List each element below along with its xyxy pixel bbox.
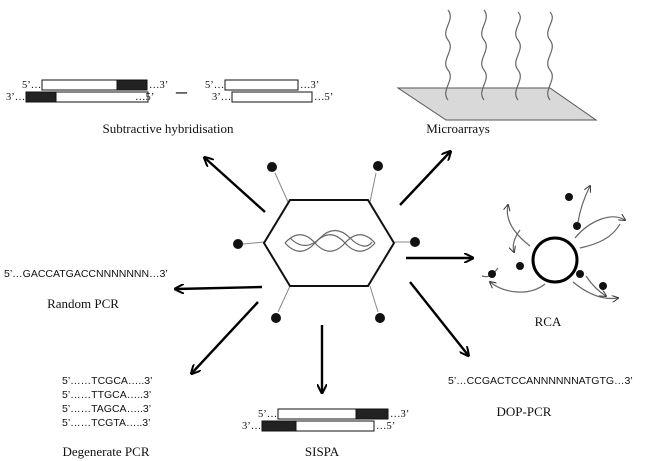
arrow-microarrays	[399, 152, 450, 206]
spike-head	[373, 161, 383, 171]
separator-dash: –	[175, 78, 188, 103]
degenerate-sequence: 5’……TCGTA…..3’	[62, 417, 150, 429]
virus-particle	[233, 161, 420, 323]
label-random-pcr: Random PCR	[47, 296, 119, 311]
arrow-dop-pcr	[409, 281, 468, 355]
random-pcr-panel: 5’…GACCATGACCNNNNNNN…3’ Random PCR	[4, 268, 168, 311]
strand-end-label: …5’	[135, 92, 154, 103]
label-rca: RCA	[535, 314, 562, 329]
degenerate-sequence: 5’……TAGCA…..3’	[62, 403, 151, 415]
primer-dot	[516, 262, 524, 270]
genome-helix-icon	[284, 229, 376, 252]
product-strand	[585, 275, 606, 296]
spike	[277, 285, 291, 313]
probe-strands-icon	[445, 9, 553, 101]
adapter-block	[116, 79, 148, 91]
label-microarrays: Microarrays	[426, 121, 490, 136]
dop-pcr-sequence: 5’…CCGACTCCANNNNNNATGTG…3’	[448, 375, 633, 387]
strand-end-label: 3’…	[6, 92, 25, 103]
primer-dot	[599, 282, 607, 290]
spike	[369, 172, 377, 203]
product-strand	[579, 223, 621, 249]
strand-end-label: 3’…	[242, 421, 261, 432]
product-strand	[572, 281, 618, 298]
sispa-panel: 5’… …3’ 3’… …5’ SISPA	[242, 408, 409, 459]
microarrays-panel: Microarrays	[396, 9, 598, 136]
arrow-subtractive	[205, 158, 266, 213]
primer-dot	[576, 270, 584, 278]
arrow-degenerate-pcr	[192, 301, 259, 373]
strand-end-label: 3’…	[212, 92, 231, 103]
rca-panel: RCA	[481, 186, 625, 329]
product-strand	[577, 186, 590, 223]
arrow-random-pcr	[176, 287, 263, 289]
duplex-plain: 5’… …3’ 3’… …5’	[205, 79, 333, 103]
label-subtractive-hybridisation: Subtractive hybridisation	[102, 121, 234, 136]
top-strand	[224, 79, 299, 91]
strand-end-label: …5’	[376, 421, 395, 432]
product-strand	[513, 229, 521, 252]
adapter-block	[25, 91, 57, 103]
spike-head	[267, 162, 277, 172]
duplex-with-adapters: 5’… …3’ 3’… …5’	[6, 79, 168, 103]
strand-end-label: 5’…	[258, 409, 277, 420]
subtractive-hybridisation-panel: 5’… …3’ 3’… …5’ – 5’… …3’ 3’… …5’ Subtra…	[6, 78, 333, 136]
primer-dot	[565, 193, 573, 201]
microarray-slide	[396, 87, 598, 121]
spike	[369, 285, 379, 313]
spike	[242, 241, 265, 245]
dop-pcr-panel: 5’…CCGACTCCANNNNNNATGTG…3’ DOP-PCR	[448, 375, 633, 419]
spike	[274, 172, 289, 203]
spike-head	[233, 239, 243, 249]
primer-dot	[573, 222, 581, 230]
spike-head	[410, 237, 420, 247]
label-sispa: SISPA	[305, 444, 340, 459]
strand-end-label: …3’	[390, 409, 409, 420]
label-dop-pcr: DOP-PCR	[497, 404, 552, 419]
strand-end-label: 5’…	[205, 80, 224, 91]
strand-end-label: 5’…	[22, 80, 41, 91]
spike-head	[271, 313, 281, 323]
degenerate-pcr-panel: 5’……TCGCA…..3’ 5’……TTGCA…..3’ 5’……TAGCA……	[62, 375, 152, 459]
strand-end-label: …5’	[314, 92, 333, 103]
adapter-block	[355, 408, 389, 420]
circular-template	[531, 236, 579, 284]
capsid-hexagon	[262, 199, 396, 287]
product-strand	[574, 217, 625, 239]
adapter-block	[261, 420, 297, 432]
method-arrows	[176, 152, 472, 392]
bottom-strand	[231, 91, 313, 103]
degenerate-sequence: 5’……TTGCA…..3’	[62, 389, 151, 401]
random-pcr-sequence: 5’…GACCATGACCNNNNNNN…3’	[4, 268, 168, 280]
degenerate-sequence: 5’……TCGCA…..3’	[62, 375, 152, 387]
spike-head	[375, 313, 385, 323]
label-degenerate-pcr: Degenerate PCR	[62, 444, 149, 459]
strand-end-label: …3’	[300, 80, 319, 91]
product-strand	[507, 205, 531, 247]
strand-end-label: …3’	[149, 80, 168, 91]
product-strand	[490, 282, 546, 293]
primer-dot	[488, 270, 496, 278]
